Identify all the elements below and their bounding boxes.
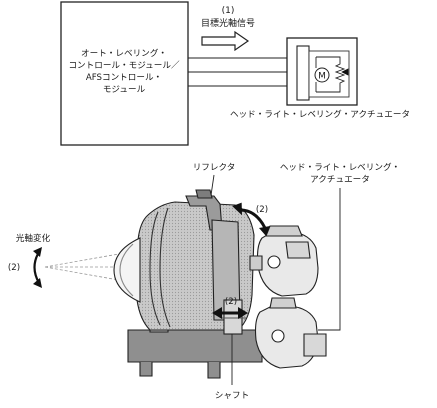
module-label-line-3: AFSコントロール・ xyxy=(86,73,162,83)
optical-axis-label: 光軸変化 xyxy=(16,232,51,244)
reflector-label: リフレクタ xyxy=(193,162,236,173)
control-module-box: オート・レベリング・ コントロール・モジュール／ AFSコントロール・ モジュー… xyxy=(60,1,189,146)
axis-change-marker: (2) xyxy=(8,263,20,273)
motor-icon xyxy=(314,67,330,83)
module-label-line-2: コントロール・モジュール／ xyxy=(68,61,180,71)
signal-arrow-icon xyxy=(201,30,250,52)
actuator-caption: ヘッド・ライト・レベリング・アクチュエータ xyxy=(230,108,410,120)
signal-wires xyxy=(188,57,297,87)
actuator-leader xyxy=(318,188,341,331)
motor-symbol: M xyxy=(318,72,326,82)
actuator-label-line-2: アクチュエータ xyxy=(310,174,370,185)
shaft-motion-marker: (2) xyxy=(225,297,237,307)
shaft-label: シャフト xyxy=(215,391,249,401)
rotation-arrow-icon xyxy=(239,208,267,229)
module-label-line-4: モジュール xyxy=(103,85,146,95)
upper-actuator xyxy=(249,225,319,297)
axis-swing-arrow-icon xyxy=(33,251,40,284)
actuator-schematic: M xyxy=(286,37,358,106)
headlamp-assembly xyxy=(113,189,263,379)
lower-actuator xyxy=(254,297,327,369)
signal-label: 目標光軸信号 xyxy=(201,17,255,29)
actuator-label-line-1: ヘッド・ライト・レベリング・ xyxy=(280,161,400,173)
module-label-line-1: オート・レベリング・ xyxy=(81,47,167,59)
signal-number: (1) xyxy=(222,6,235,16)
rotation-marker: (2) xyxy=(256,205,268,215)
